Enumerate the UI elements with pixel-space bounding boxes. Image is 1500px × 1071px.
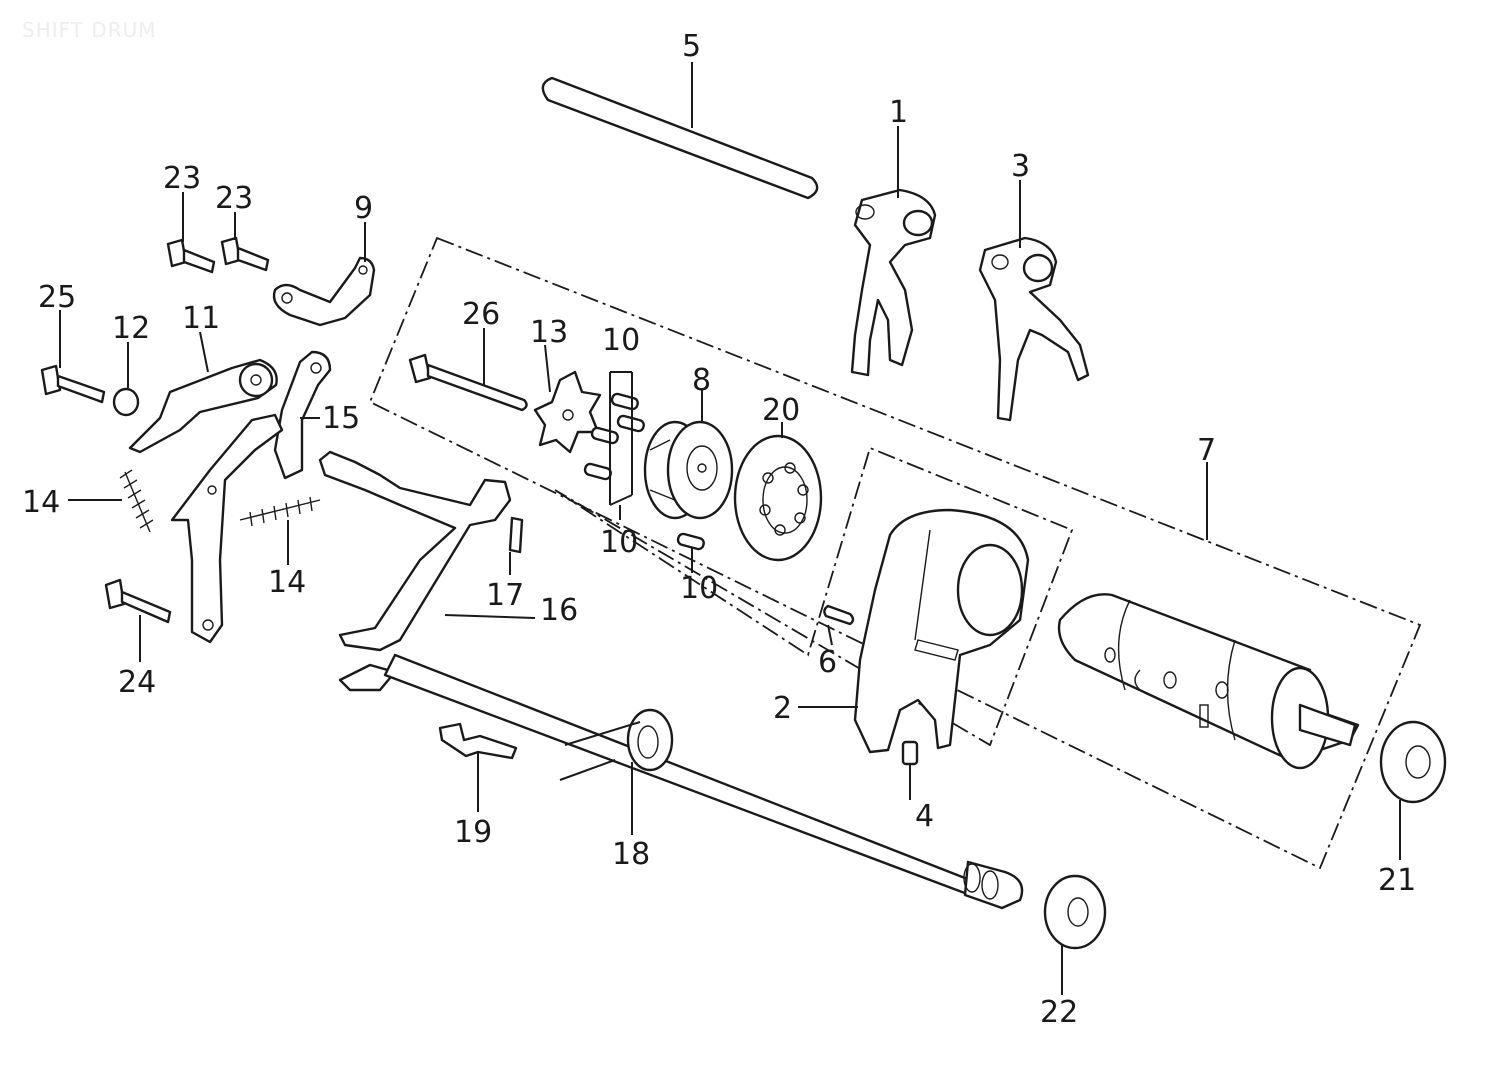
part-pin-17 — [508, 516, 524, 554]
part-shift-drum — [1057, 593, 1360, 770]
callout-23a: 23 — [163, 161, 201, 196]
callout-10a: 10 — [602, 323, 640, 358]
callout-13: 13 — [530, 315, 568, 350]
callout-16: 16 — [540, 593, 578, 628]
callout-17: 17 — [486, 578, 524, 613]
callout-10b: 10 — [600, 525, 638, 560]
callout-7: 7 — [1197, 433, 1216, 468]
part-fork-shaft — [541, 76, 819, 200]
part-bolt-25 — [40, 364, 106, 404]
part-bolt-23b — [220, 236, 270, 272]
callout-20: 20 — [762, 393, 800, 428]
part-guide-pin-6 — [823, 604, 855, 626]
callout-19: 19 — [454, 815, 492, 850]
part-stopper-pin — [438, 722, 518, 760]
callout-1: 1 — [889, 95, 908, 130]
part-oil-seal-21 — [1379, 720, 1447, 804]
part-long-bolt — [408, 353, 528, 412]
part-bolt-23a — [166, 238, 216, 274]
part-guide-pin-4 — [901, 740, 919, 766]
callout-26: 26 — [462, 297, 500, 332]
callout-23b: 23 — [215, 181, 253, 216]
callout-24: 24 — [118, 665, 156, 700]
part-drum-center — [643, 420, 734, 520]
diagram-title: SHIFT DRUM — [22, 18, 157, 42]
part-gearshift-spindle — [318, 450, 1024, 910]
part-bolt-24 — [104, 578, 172, 624]
part-arm-15 — [170, 350, 332, 644]
callout-18: 18 — [612, 837, 650, 872]
callout-5: 5 — [682, 29, 701, 64]
callout-8: 8 — [692, 363, 711, 398]
callout-3: 3 — [1011, 149, 1030, 184]
callout-22: 22 — [1040, 995, 1078, 1030]
part-spring-14a — [119, 469, 154, 533]
callout-6: 6 — [818, 645, 837, 680]
callout-25: 25 — [38, 280, 76, 315]
callout-14b: 14 — [268, 565, 306, 600]
group-outline-stopper-assembly — [554, 446, 1074, 747]
callout-9: 9 — [354, 191, 373, 226]
part-shift-fork-2 — [853, 508, 1030, 754]
callout-14a: 14 — [22, 485, 60, 520]
part-return-spring — [559, 708, 674, 781]
part-spring-plate — [272, 256, 376, 327]
part-bearing — [733, 434, 823, 562]
group-outline-drum-assembly — [368, 236, 1422, 870]
part-shift-fork-3 — [978, 236, 1090, 422]
part-dowel-pins — [583, 371, 705, 551]
leader-lines — [59, 62, 1401, 995]
part-spring-14b — [239, 496, 321, 527]
part-oil-seal-22 — [1043, 874, 1107, 950]
callout-2: 2 — [773, 691, 792, 726]
callout-10c: 10 — [680, 571, 718, 606]
part-shift-fork-1 — [850, 188, 937, 377]
callout-21: 21 — [1378, 863, 1416, 898]
callout-15: 15 — [322, 401, 360, 436]
callout-11: 11 — [182, 301, 220, 336]
part-arm-11 — [128, 358, 278, 454]
callout-4: 4 — [915, 799, 934, 834]
part-stopper-plate — [533, 370, 602, 454]
part-collar — [112, 387, 140, 417]
callout-12: 12 — [112, 311, 150, 346]
